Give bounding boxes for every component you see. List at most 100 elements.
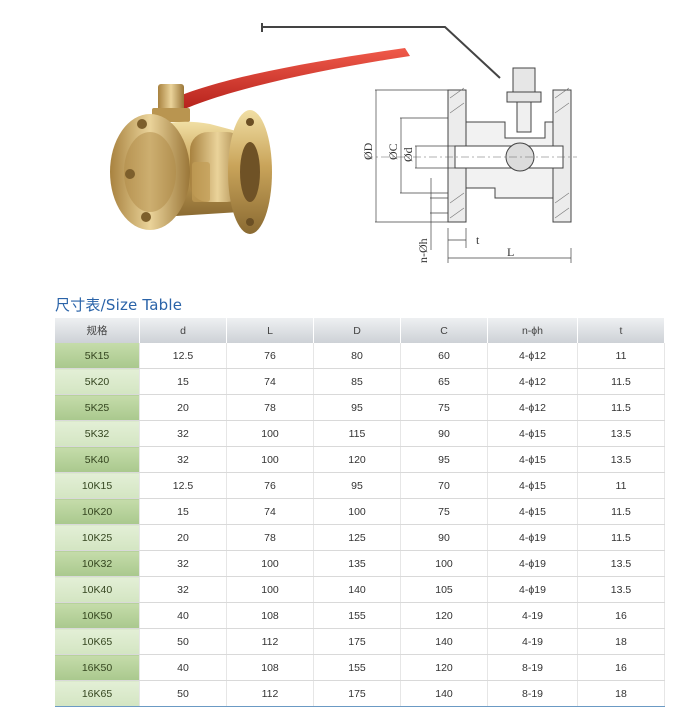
table-cell: 140	[400, 680, 488, 707]
table-cell: 13.5	[577, 576, 665, 603]
spec-cell: 10K20	[55, 498, 140, 525]
table-cell: 20	[139, 524, 227, 551]
table-cell: 50	[139, 628, 227, 655]
table-cell: 13.5	[577, 420, 665, 447]
spec-cell: 10K25	[55, 524, 140, 551]
table-cell: 50	[139, 680, 227, 707]
table-cell: 115	[313, 420, 401, 447]
table-cell: 75	[400, 394, 488, 421]
table-cell: 13.5	[577, 550, 665, 577]
table-cell: 80	[313, 343, 401, 369]
column-header: D	[313, 318, 401, 343]
table-cell: 4-ϕ12	[487, 394, 578, 421]
table-cell: 75	[400, 498, 488, 525]
table-cell: 4-ϕ15	[487, 472, 578, 499]
table-cell: 40	[139, 654, 227, 681]
table-cell: 60	[400, 343, 488, 369]
table-cell: 32	[139, 420, 227, 447]
table-cell: 15	[139, 368, 227, 395]
table-cell: 4-ϕ19	[487, 550, 578, 577]
table-cell: 32	[139, 446, 227, 473]
table-cell: 15	[139, 498, 227, 525]
table-cell: 105	[400, 576, 488, 603]
column-header: t	[577, 318, 665, 343]
table-cell: 175	[313, 680, 401, 707]
table-cell: 11.5	[577, 368, 665, 395]
table-cell: 95	[313, 472, 401, 499]
dim-label-L: L	[507, 245, 514, 259]
table-cell: 4-ϕ12	[487, 368, 578, 395]
spec-cell: 10K50	[55, 602, 140, 629]
size-table-title: 尺寸表/Size Table	[55, 296, 183, 314]
table-cell: 16	[577, 654, 665, 681]
table-cell: 74	[226, 498, 314, 525]
table-cell: 85	[313, 368, 401, 395]
spec-cell: 5K15	[55, 343, 140, 369]
table-cell: 16	[577, 602, 665, 629]
spec-cell: 10K65	[55, 628, 140, 655]
table-cell: 78	[226, 394, 314, 421]
table-cell: 4-ϕ15	[487, 420, 578, 447]
table-cell: 11	[577, 343, 665, 369]
spec-cell: 5K40	[55, 446, 140, 473]
table-cell: 175	[313, 628, 401, 655]
column-header: C	[400, 318, 488, 343]
table-cell: 76	[226, 343, 314, 369]
table-cell: 20	[139, 394, 227, 421]
table-cell: 108	[226, 654, 314, 681]
table-cell: 11.5	[577, 498, 665, 525]
table-cell: 4-ϕ19	[487, 576, 578, 603]
table-cell: 78	[226, 524, 314, 551]
table-cell: 100	[400, 550, 488, 577]
valve-cross-section-drawing: ØD ØC Ød n-Øh t L	[261, 23, 577, 263]
column-header: n-ϕh	[487, 318, 578, 343]
table-cell: 12.5	[139, 472, 227, 499]
table-cell: 18	[577, 628, 665, 655]
table-cell: 100	[226, 420, 314, 447]
table-cell: 4-19	[487, 602, 578, 629]
table-cell: 100	[226, 576, 314, 603]
table-cell: 8-19	[487, 654, 578, 681]
table-cell: 135	[313, 550, 401, 577]
spec-cell: 10K40	[55, 576, 140, 603]
column-header: 规格	[55, 318, 140, 343]
table-cell: 4-ϕ19	[487, 524, 578, 551]
table-cell: 120	[400, 654, 488, 681]
spec-cell: 16K65	[55, 680, 140, 707]
table-cell: 100	[226, 550, 314, 577]
table-cell: 100	[226, 446, 314, 473]
table-cell: 112	[226, 680, 314, 707]
table-cell: 12.5	[139, 343, 227, 369]
table-cell: 40	[139, 602, 227, 629]
table-cell: 76	[226, 472, 314, 499]
table-cell: 32	[139, 576, 227, 603]
table-cell: 70	[400, 472, 488, 499]
table-cell: 125	[313, 524, 401, 551]
table-cell: 140	[313, 576, 401, 603]
table-cell: 108	[226, 602, 314, 629]
dim-label-C: ØC	[386, 143, 400, 160]
table-cell: 11.5	[577, 394, 665, 421]
table-cell: 95	[400, 446, 488, 473]
spec-cell: 5K20	[55, 368, 140, 395]
table-cell: 32	[139, 550, 227, 577]
dim-label-D: ØD	[361, 142, 375, 160]
table-cell: 120	[400, 602, 488, 629]
table-cell: 155	[313, 602, 401, 629]
table-cell: 65	[400, 368, 488, 395]
table-cell: 4-19	[487, 628, 578, 655]
